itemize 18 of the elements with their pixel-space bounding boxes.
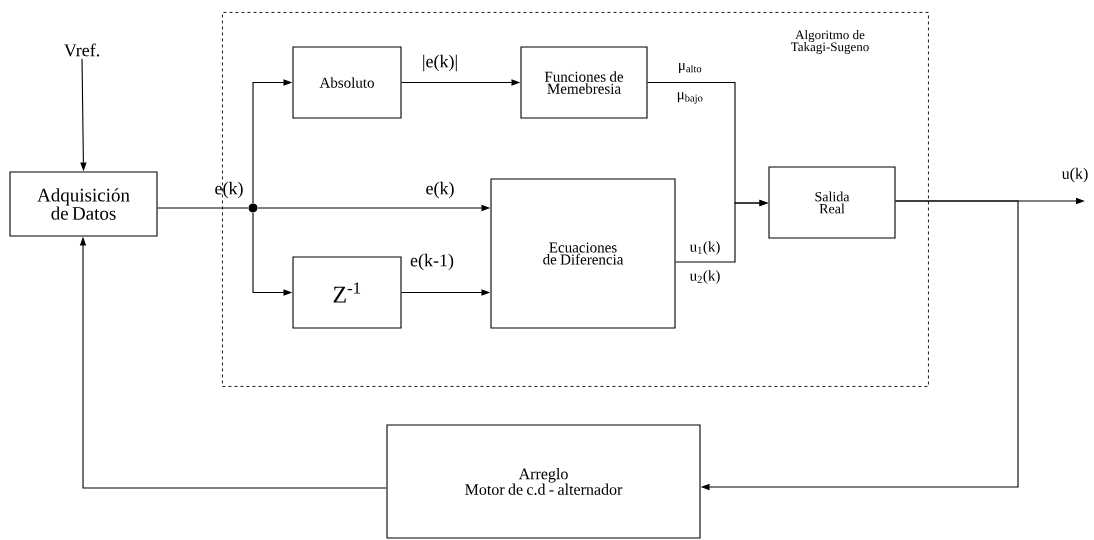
edge-label: u(k) — [1061, 167, 1088, 183]
edge-label: e(k) — [215, 181, 243, 199]
signal-label: μ$_{alto}$ — [679, 62, 702, 74]
block-box: Adquisición de Datos — [9, 171, 158, 237]
signal-label: u$_{2}$(k) — [689, 270, 720, 284]
block-box: Salida Real — [768, 166, 896, 239]
group-title: Algoritmo de Takagi-Sugeno — [791, 30, 869, 54]
signal-label: μ$_{bajo}$ — [677, 92, 703, 104]
block-box: Arreglo Motor de c.d - alternador — [386, 424, 701, 539]
edge-label: e(k-1) — [410, 253, 454, 271]
block-box: Z$^{-1}$ — [292, 256, 402, 329]
input-label: Vref. — [64, 43, 99, 57]
edge-label: e(k) — [426, 181, 454, 199]
block-box: Funciones de Memebresia — [520, 46, 648, 119]
block-box: Ecuaciones de Diferencia — [490, 178, 676, 329]
block-box: Absoluto — [292, 46, 402, 119]
edge-label: |e(k)| — [423, 54, 457, 72]
signal-label: u$_{1}$(k) — [689, 241, 720, 255]
